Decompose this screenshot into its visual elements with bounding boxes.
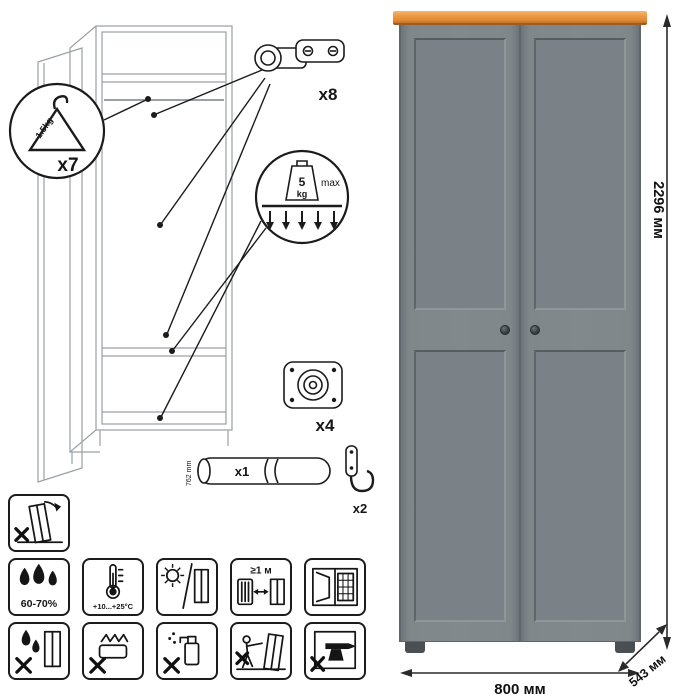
care-box-no-water bbox=[8, 622, 70, 680]
anti-tip-warning-icon bbox=[14, 500, 63, 544]
care-box-no-abrasive bbox=[82, 622, 144, 680]
hinge-count-label: x8 bbox=[319, 85, 338, 104]
temperature-label: +10...+25°C bbox=[93, 602, 134, 611]
no-direct-sunlight-icon bbox=[161, 563, 210, 610]
temperature-icon: +10...+25°C bbox=[93, 564, 134, 611]
depth-label: 543 мм bbox=[626, 652, 668, 690]
height-label: 2296 мм bbox=[650, 181, 666, 239]
wardrobe-door-left bbox=[401, 25, 519, 641]
wardrobe-wood-top bbox=[393, 11, 647, 25]
hanger-callout: 1.5kg x7 bbox=[8, 82, 106, 180]
wardrobe-foot-right bbox=[615, 642, 635, 653]
hook-count-label: x2 bbox=[353, 501, 367, 516]
humidity-label: 60-70% bbox=[21, 598, 58, 610]
care-box-humidity: 60-70% bbox=[8, 558, 70, 616]
load-max-label: max bbox=[321, 178, 340, 189]
hanger-count-label: x7 bbox=[57, 155, 78, 176]
no-solvents-icon bbox=[163, 632, 200, 674]
door-knob-left bbox=[500, 325, 510, 335]
rod-icon bbox=[197, 457, 331, 485]
weight-icon bbox=[285, 160, 319, 201]
width-dimension: 800 мм bbox=[400, 669, 640, 698]
leader-lines bbox=[103, 69, 271, 421]
distance-label: ≥1 м bbox=[250, 566, 271, 577]
height-dimension: 2296 мм bbox=[650, 14, 671, 650]
assembly-diagram: 1.5kg x7 5 kg max bbox=[8, 25, 375, 516]
care-box-anti-tip bbox=[8, 494, 70, 552]
load-callout: 5 kg max bbox=[254, 149, 350, 245]
rod-count-label: x1 bbox=[235, 464, 249, 479]
care-box-temperature: +10...+25°C bbox=[82, 558, 144, 616]
care-box-ventilation bbox=[304, 558, 366, 616]
hook-icon bbox=[345, 445, 375, 493]
load-arrows-icon bbox=[262, 204, 342, 230]
care-box-no-impact bbox=[304, 622, 366, 680]
load-value-label: 5 bbox=[299, 175, 306, 189]
hanger-icon bbox=[27, 95, 87, 152]
foot-fitting-icon bbox=[283, 361, 343, 409]
door-panel bbox=[534, 38, 626, 310]
load-unit-label: kg bbox=[297, 189, 308, 199]
door-panel bbox=[534, 350, 626, 622]
door-knob-right bbox=[530, 325, 540, 335]
no-impact-icon bbox=[310, 630, 357, 672]
no-water-icon bbox=[15, 629, 62, 674]
hinge-icon bbox=[254, 39, 345, 72]
wardrobe-foot-left bbox=[405, 642, 425, 653]
humidity-icon: 60-70% bbox=[19, 563, 58, 610]
no-abrasive-icon bbox=[89, 633, 129, 674]
care-box-no-solvents bbox=[156, 622, 218, 680]
foot-count-label: x4 bbox=[316, 416, 335, 435]
heat-distance-icon: ≥1 м bbox=[237, 566, 285, 606]
ventilation-window-icon bbox=[312, 567, 358, 607]
rod-length-label: 762 mm bbox=[186, 461, 193, 486]
width-label: 800 мм bbox=[494, 681, 545, 698]
care-box-heat-distance: ≥1 м bbox=[230, 558, 292, 616]
care-box-sunlight bbox=[156, 558, 218, 616]
door-panel bbox=[414, 350, 506, 622]
no-dragging-icon bbox=[235, 633, 286, 672]
door-panel bbox=[414, 38, 506, 310]
wardrobe-door-right bbox=[521, 25, 639, 641]
care-box-no-dragging bbox=[230, 622, 292, 680]
